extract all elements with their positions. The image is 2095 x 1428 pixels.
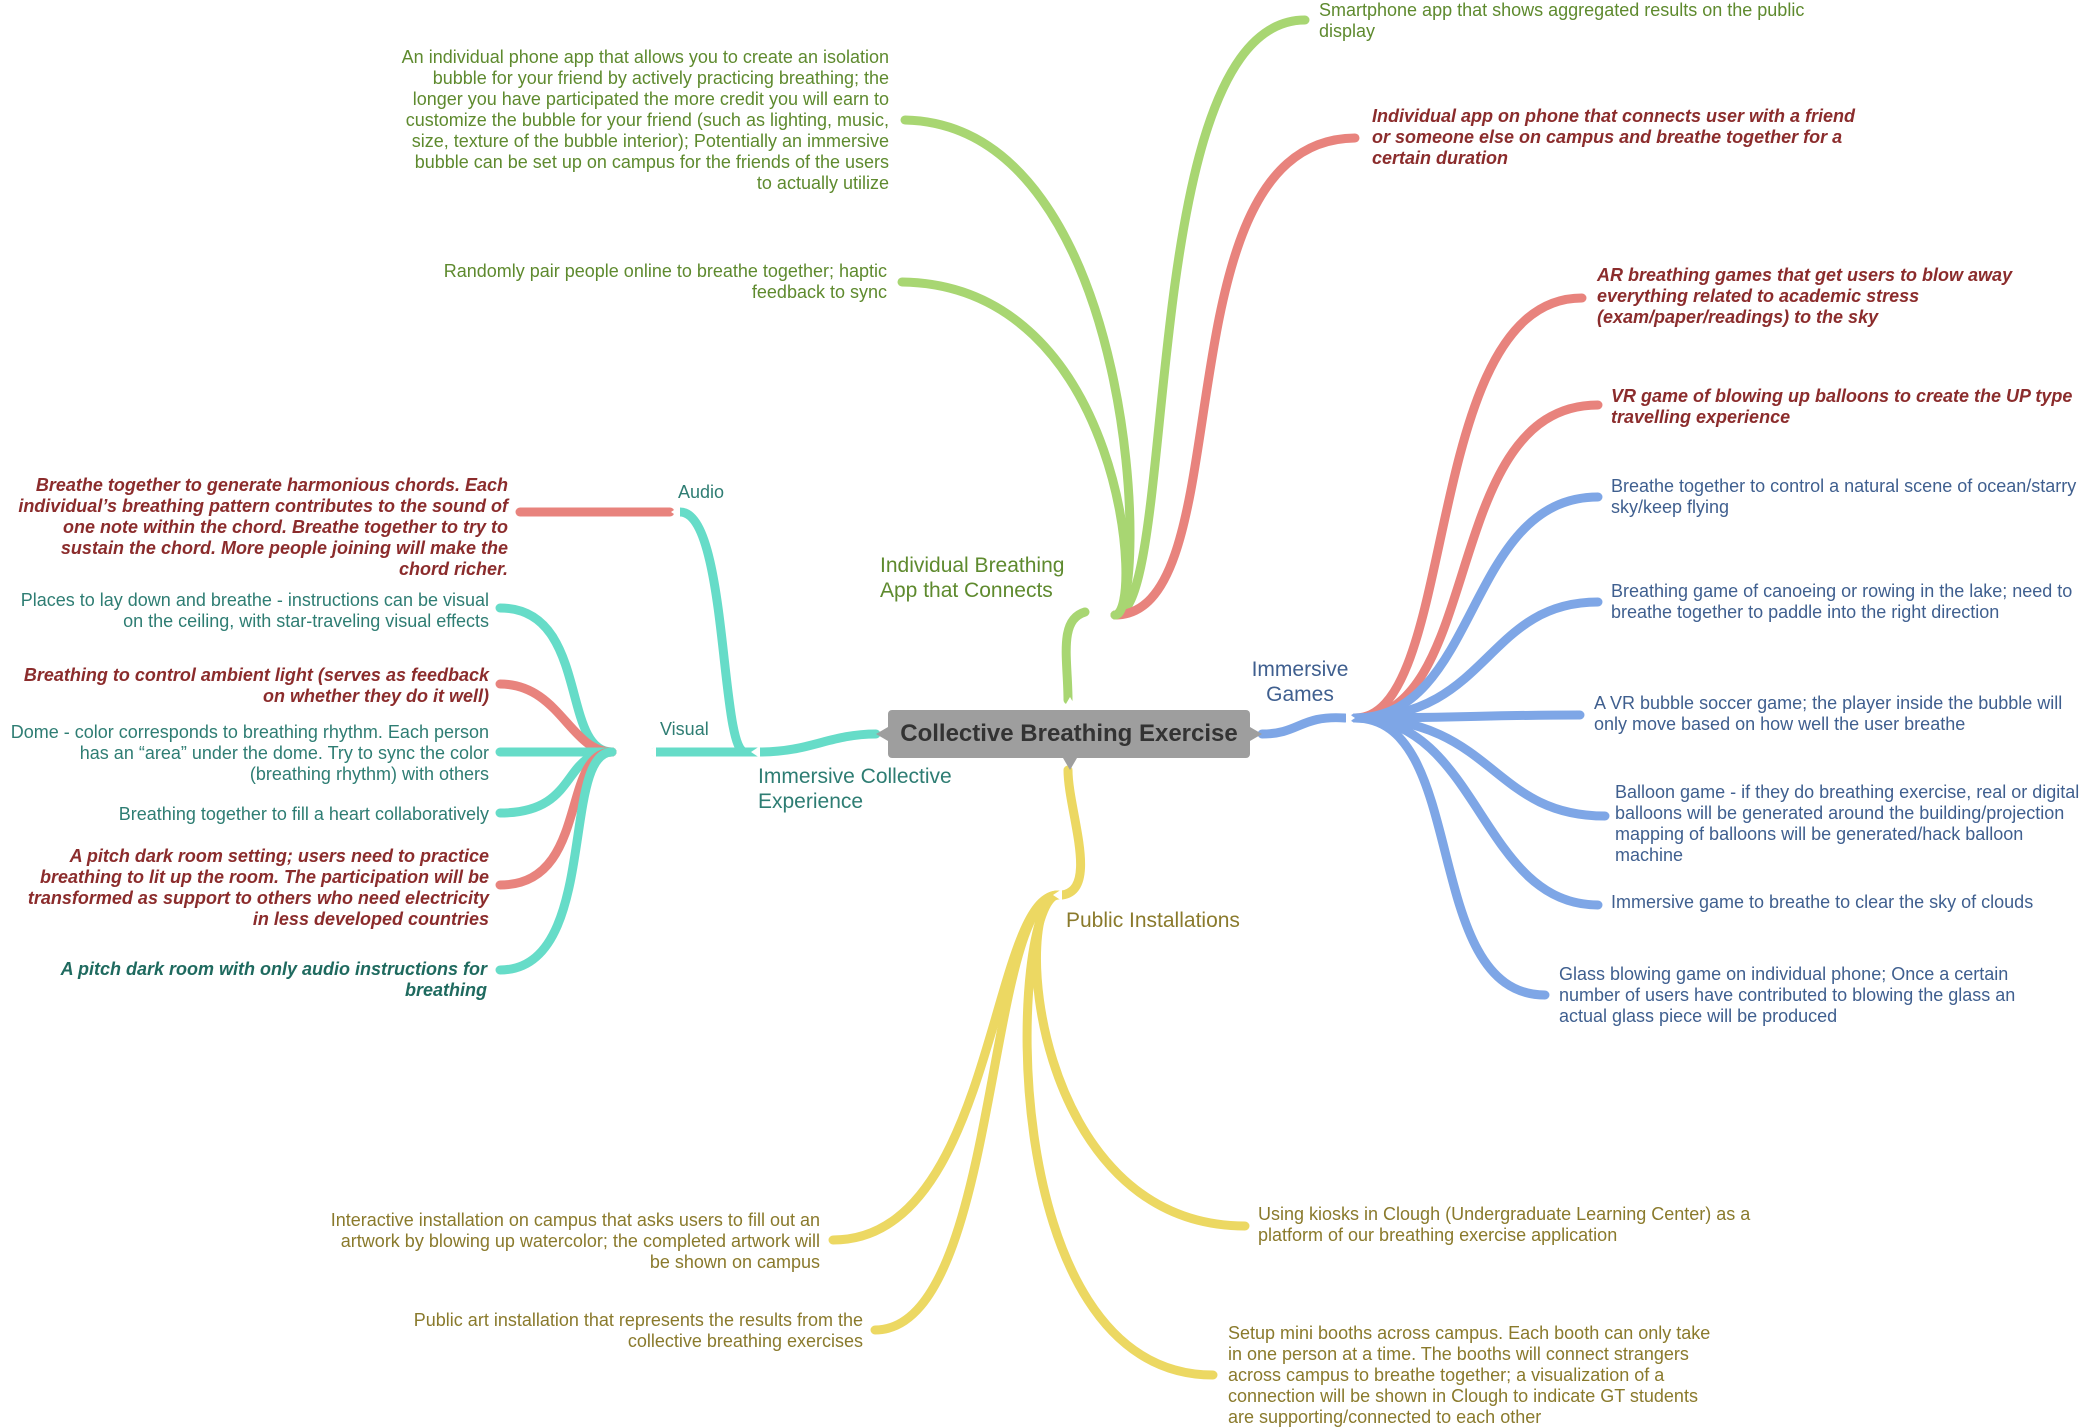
audio-item-chords[interactable]: Breathe together to generate harmonious … [18, 475, 508, 579]
toggle-app-joint[interactable] [1090, 606, 1099, 618]
root-bottom-pointer [1063, 758, 1077, 770]
connector-public-booths [1022, 890, 1218, 1380]
public-item-kiosks[interactable]: Using kiosks in Clough (Undergraduate Le… [1258, 1204, 1751, 1245]
connector-app-stem [1061, 607, 1090, 705]
toggle-games-joint[interactable] [1346, 712, 1355, 724]
games-item-ocean[interactable]: Breathe together to control a natural sc… [1611, 476, 2077, 517]
app-item-smartphone[interactable]: Smartphone app that shows aggregated res… [1319, 0, 1805, 41]
connector-public-kiosks [1031, 890, 1250, 1231]
root-right-pointer [1250, 727, 1262, 741]
games-item-canoe[interactable]: Breathing game of canoeing or rowing in … [1611, 581, 2073, 622]
public-item-art[interactable]: Public art installation that represents … [413, 1310, 863, 1351]
branch-immersive-label[interactable]: Immersive Collective Experience [758, 765, 952, 813]
connector-visual-darkroom-audio [495, 747, 617, 975]
branch-visual-label[interactable]: Visual [660, 719, 709, 739]
root-top-pointer [1063, 697, 1077, 709]
visual-item-ambient[interactable]: Breathing to control ambient light (serv… [23, 665, 489, 706]
connector-games-glass [1350, 713, 1550, 1000]
games-item-clouds[interactable]: Immersive game to breathe to clear the s… [1611, 892, 2034, 912]
connector-public-art [870, 890, 1063, 1335]
branch-public-label[interactable]: Public Installations [1066, 909, 1240, 932]
connector-immersive-audio [675, 507, 750, 757]
public-item-watercolor[interactable]: Interactive installation on campus that … [330, 1210, 820, 1272]
games-item-soccer[interactable]: A VR bubble soccer game; the player insi… [1594, 693, 2063, 734]
app-item-friend[interactable]: Individual app on phone that connects us… [1372, 106, 1856, 168]
connector-games-ar [1350, 293, 1587, 723]
connector-games-canoe [1350, 597, 1603, 723]
app-item-bubble[interactable]: An individual phone app that allows you … [401, 47, 889, 193]
connector-games-ocean [1350, 492, 1603, 723]
visual-item-darkroom-light[interactable]: A pitch dark room setting; users need to… [27, 846, 489, 929]
games-item-vr-balloons[interactable]: VR game of blowing up balloons to create… [1611, 386, 2073, 427]
public-item-booths[interactable]: Setup mini booths across campus. Each bo… [1228, 1323, 1711, 1427]
connector-app-pair [897, 277, 1131, 620]
connector-games-balloon [1350, 713, 1610, 821]
branch-audio-label[interactable]: Audio [678, 482, 725, 502]
root-left-pointer [876, 727, 888, 741]
toggle-immersive-joint[interactable] [751, 746, 760, 758]
branch-app-label[interactable]: Individual Breathing App that Connects [880, 554, 1065, 602]
visual-item-laydown[interactable]: Places to lay down and breathe - instruc… [20, 590, 489, 631]
root-label: Collective Breathing Exercise [900, 720, 1238, 747]
connector-games-stem [1257, 713, 1350, 739]
connector-app-smartphone [1110, 15, 1310, 620]
app-item-pair[interactable]: Randomly pair people online to breathe t… [443, 261, 887, 302]
visual-item-darkroom-audio[interactable]: A pitch dark room with only audio instru… [60, 959, 487, 1000]
visual-item-dome[interactable]: Dome - color corresponds to breathing rh… [10, 722, 489, 784]
games-item-glass[interactable]: Glass blowing game on individual phone; … [1559, 964, 2016, 1026]
root-node[interactable]: Collective Breathing Exercise [888, 710, 1250, 758]
connector-app-friend [1110, 133, 1360, 620]
connector-games-clouds [1350, 713, 1603, 910]
branch-games-label[interactable]: Immersive Games [1251, 658, 1349, 706]
connector-visual-laydown [495, 603, 617, 757]
toggle-audio-joint[interactable] [671, 506, 680, 518]
connector-immersive-stem [755, 729, 881, 757]
games-item-balloon[interactable]: Balloon game - if they do breathing exer… [1615, 782, 2080, 865]
connector-public-stem [1057, 765, 1086, 900]
toggle-visual-joint[interactable] [647, 746, 656, 758]
visual-item-heart[interactable]: Breathing together to fill a heart colla… [118, 804, 489, 824]
games-item-ar[interactable]: AR breathing games that get users to blo… [1597, 265, 2013, 327]
toggle-public-joint[interactable] [1053, 889, 1062, 901]
connector-app-bubble [900, 115, 1135, 620]
